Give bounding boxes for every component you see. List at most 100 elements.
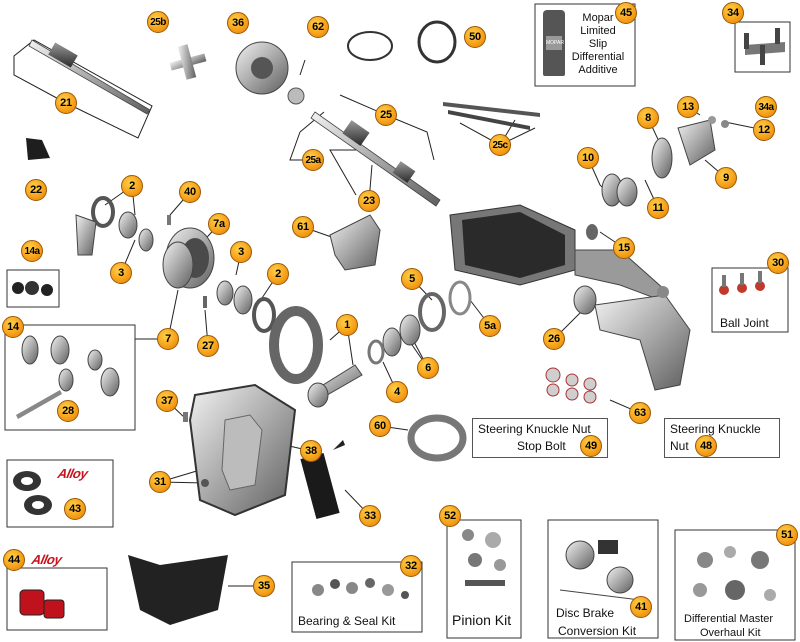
- callout-22[interactable]: 22: [25, 179, 47, 201]
- callout-40[interactable]: 40: [179, 181, 201, 203]
- callout-10[interactable]: 10: [577, 147, 599, 169]
- bearings-right: [216, 280, 276, 333]
- callout-6[interactable]: 6: [417, 357, 439, 379]
- u-joint-25b: [169, 44, 207, 80]
- callout-5a[interactable]: 5a: [479, 315, 501, 337]
- mopar-line3: Slip: [588, 38, 608, 50]
- master-kit-line1: Differential Master: [684, 613, 774, 625]
- seals-44: [19, 589, 65, 619]
- kit-32-parts: [312, 578, 409, 599]
- callout-25c[interactable]: 25c: [489, 134, 511, 156]
- snap-ring-50: [417, 20, 457, 64]
- callout-13[interactable]: 13: [677, 96, 699, 118]
- additive-bottle: MOPAR: [543, 10, 565, 76]
- callout-62[interactable]: 62: [307, 16, 329, 38]
- callout-4[interactable]: 4: [386, 381, 408, 403]
- callout-9[interactable]: 9: [715, 167, 737, 189]
- callout-61[interactable]: 61: [292, 216, 314, 238]
- yoke-8-9: [651, 116, 729, 179]
- callout-38[interactable]: 38: [300, 440, 322, 462]
- bearing-10-11: [601, 173, 638, 207]
- ball-joint-label: Ball Joint: [720, 316, 769, 330]
- mopar-additive-text: Mopar Limited Slip Differential Additive: [570, 12, 626, 77]
- ball-joints-30: [719, 271, 765, 295]
- axle-housing: [449, 204, 666, 301]
- callout-60[interactable]: 60: [369, 415, 391, 437]
- callout-7[interactable]: 7: [157, 328, 179, 350]
- hub-36: [235, 41, 305, 105]
- bracket-61: [329, 214, 381, 271]
- tie-rod-25c: [443, 102, 540, 130]
- callout-12[interactable]: 12: [753, 119, 775, 141]
- mopar-line2: Limited: [580, 25, 616, 37]
- callout-14a[interactable]: 14a: [21, 240, 43, 262]
- callout-43[interactable]: 43: [64, 498, 86, 520]
- callout-44[interactable]: 44: [3, 549, 25, 571]
- callout-25[interactable]: 25: [375, 104, 397, 126]
- callout-34a[interactable]: 34a: [755, 96, 777, 118]
- callout-11[interactable]: 11: [647, 197, 669, 219]
- diff-cover-38: [188, 383, 297, 517]
- callout-1[interactable]: 1: [336, 314, 358, 336]
- callout-25b[interactable]: 25b: [147, 11, 169, 33]
- callout-41[interactable]: 41: [630, 596, 652, 618]
- ring-62: [347, 31, 393, 61]
- boot-22: [26, 138, 50, 160]
- ring-pinion-1: [269, 306, 363, 408]
- disc-brake-line1: Disc Brake: [556, 606, 615, 620]
- callout-3[interactable]: 3: [110, 262, 132, 284]
- stop-bolt-line2: Stop Bolt: [517, 439, 566, 453]
- callout-32[interactable]: 32: [400, 555, 422, 577]
- callout-3[interactable]: 3: [230, 241, 252, 263]
- callout-35[interactable]: 35: [253, 575, 275, 597]
- callout-49[interactable]: 49: [580, 435, 602, 457]
- master-kit-line2: Overhaul Kit: [700, 627, 761, 639]
- callout-45[interactable]: 45: [615, 2, 637, 24]
- callout-33[interactable]: 33: [359, 505, 381, 527]
- axle-shaft-21: [28, 39, 151, 115]
- alloy-logo: Alloy: [30, 552, 63, 567]
- callout-21[interactable]: 21: [55, 92, 77, 114]
- bottle-label: MOPAR: [546, 36, 564, 50]
- pinion-kit-label: Pinion Kit: [452, 612, 512, 628]
- callout-15[interactable]: 15: [613, 237, 635, 259]
- callout-37[interactable]: 37: [156, 390, 178, 412]
- callout-25a[interactable]: 25a: [302, 149, 324, 171]
- callout-2[interactable]: 2: [121, 175, 143, 197]
- callout-34[interactable]: 34: [722, 2, 744, 24]
- gear-set-14: [16, 335, 120, 419]
- disc-brake-line2: Conversion Kit: [558, 624, 637, 638]
- callout-5[interactable]: 5: [401, 268, 423, 290]
- callout-50[interactable]: 50: [464, 26, 486, 48]
- knuckle-nut-line2: Nut: [670, 439, 689, 453]
- callout-27[interactable]: 27: [197, 335, 219, 357]
- kit-52-parts: [462, 529, 506, 586]
- spider-gears-14a: [12, 281, 53, 296]
- callout-63[interactable]: 63: [629, 402, 651, 424]
- seal-60: [407, 414, 467, 462]
- callout-51[interactable]: 51: [776, 524, 798, 546]
- callout-48[interactable]: 48: [695, 435, 717, 457]
- skid-plate-35: [128, 555, 228, 625]
- callout-8[interactable]: 8: [637, 107, 659, 129]
- callout-14[interactable]: 14: [2, 316, 24, 338]
- stop-bolt-line1: Steering Knuckle Nut: [478, 422, 591, 436]
- callout-7a[interactable]: 7a: [208, 213, 230, 235]
- callout-52[interactable]: 52: [439, 505, 461, 527]
- callout-2[interactable]: 2: [267, 263, 289, 285]
- carrier-7: [162, 227, 215, 289]
- callout-30[interactable]: 30: [767, 252, 789, 274]
- shims-4-5-6: [367, 280, 472, 365]
- callout-28[interactable]: 28: [57, 400, 79, 422]
- seals-43: [13, 471, 52, 515]
- knuckle-26: [573, 285, 691, 391]
- mopar-line1: Mopar: [582, 12, 614, 24]
- callout-36[interactable]: 36: [227, 12, 249, 34]
- callout-23[interactable]: 23: [358, 190, 380, 212]
- alloy-logo: Alloy: [56, 466, 89, 481]
- knuckle-nut-box: Steering Knuckle Nut: [664, 418, 780, 458]
- callout-26[interactable]: 26: [543, 328, 565, 350]
- callout-31[interactable]: 31: [149, 471, 171, 493]
